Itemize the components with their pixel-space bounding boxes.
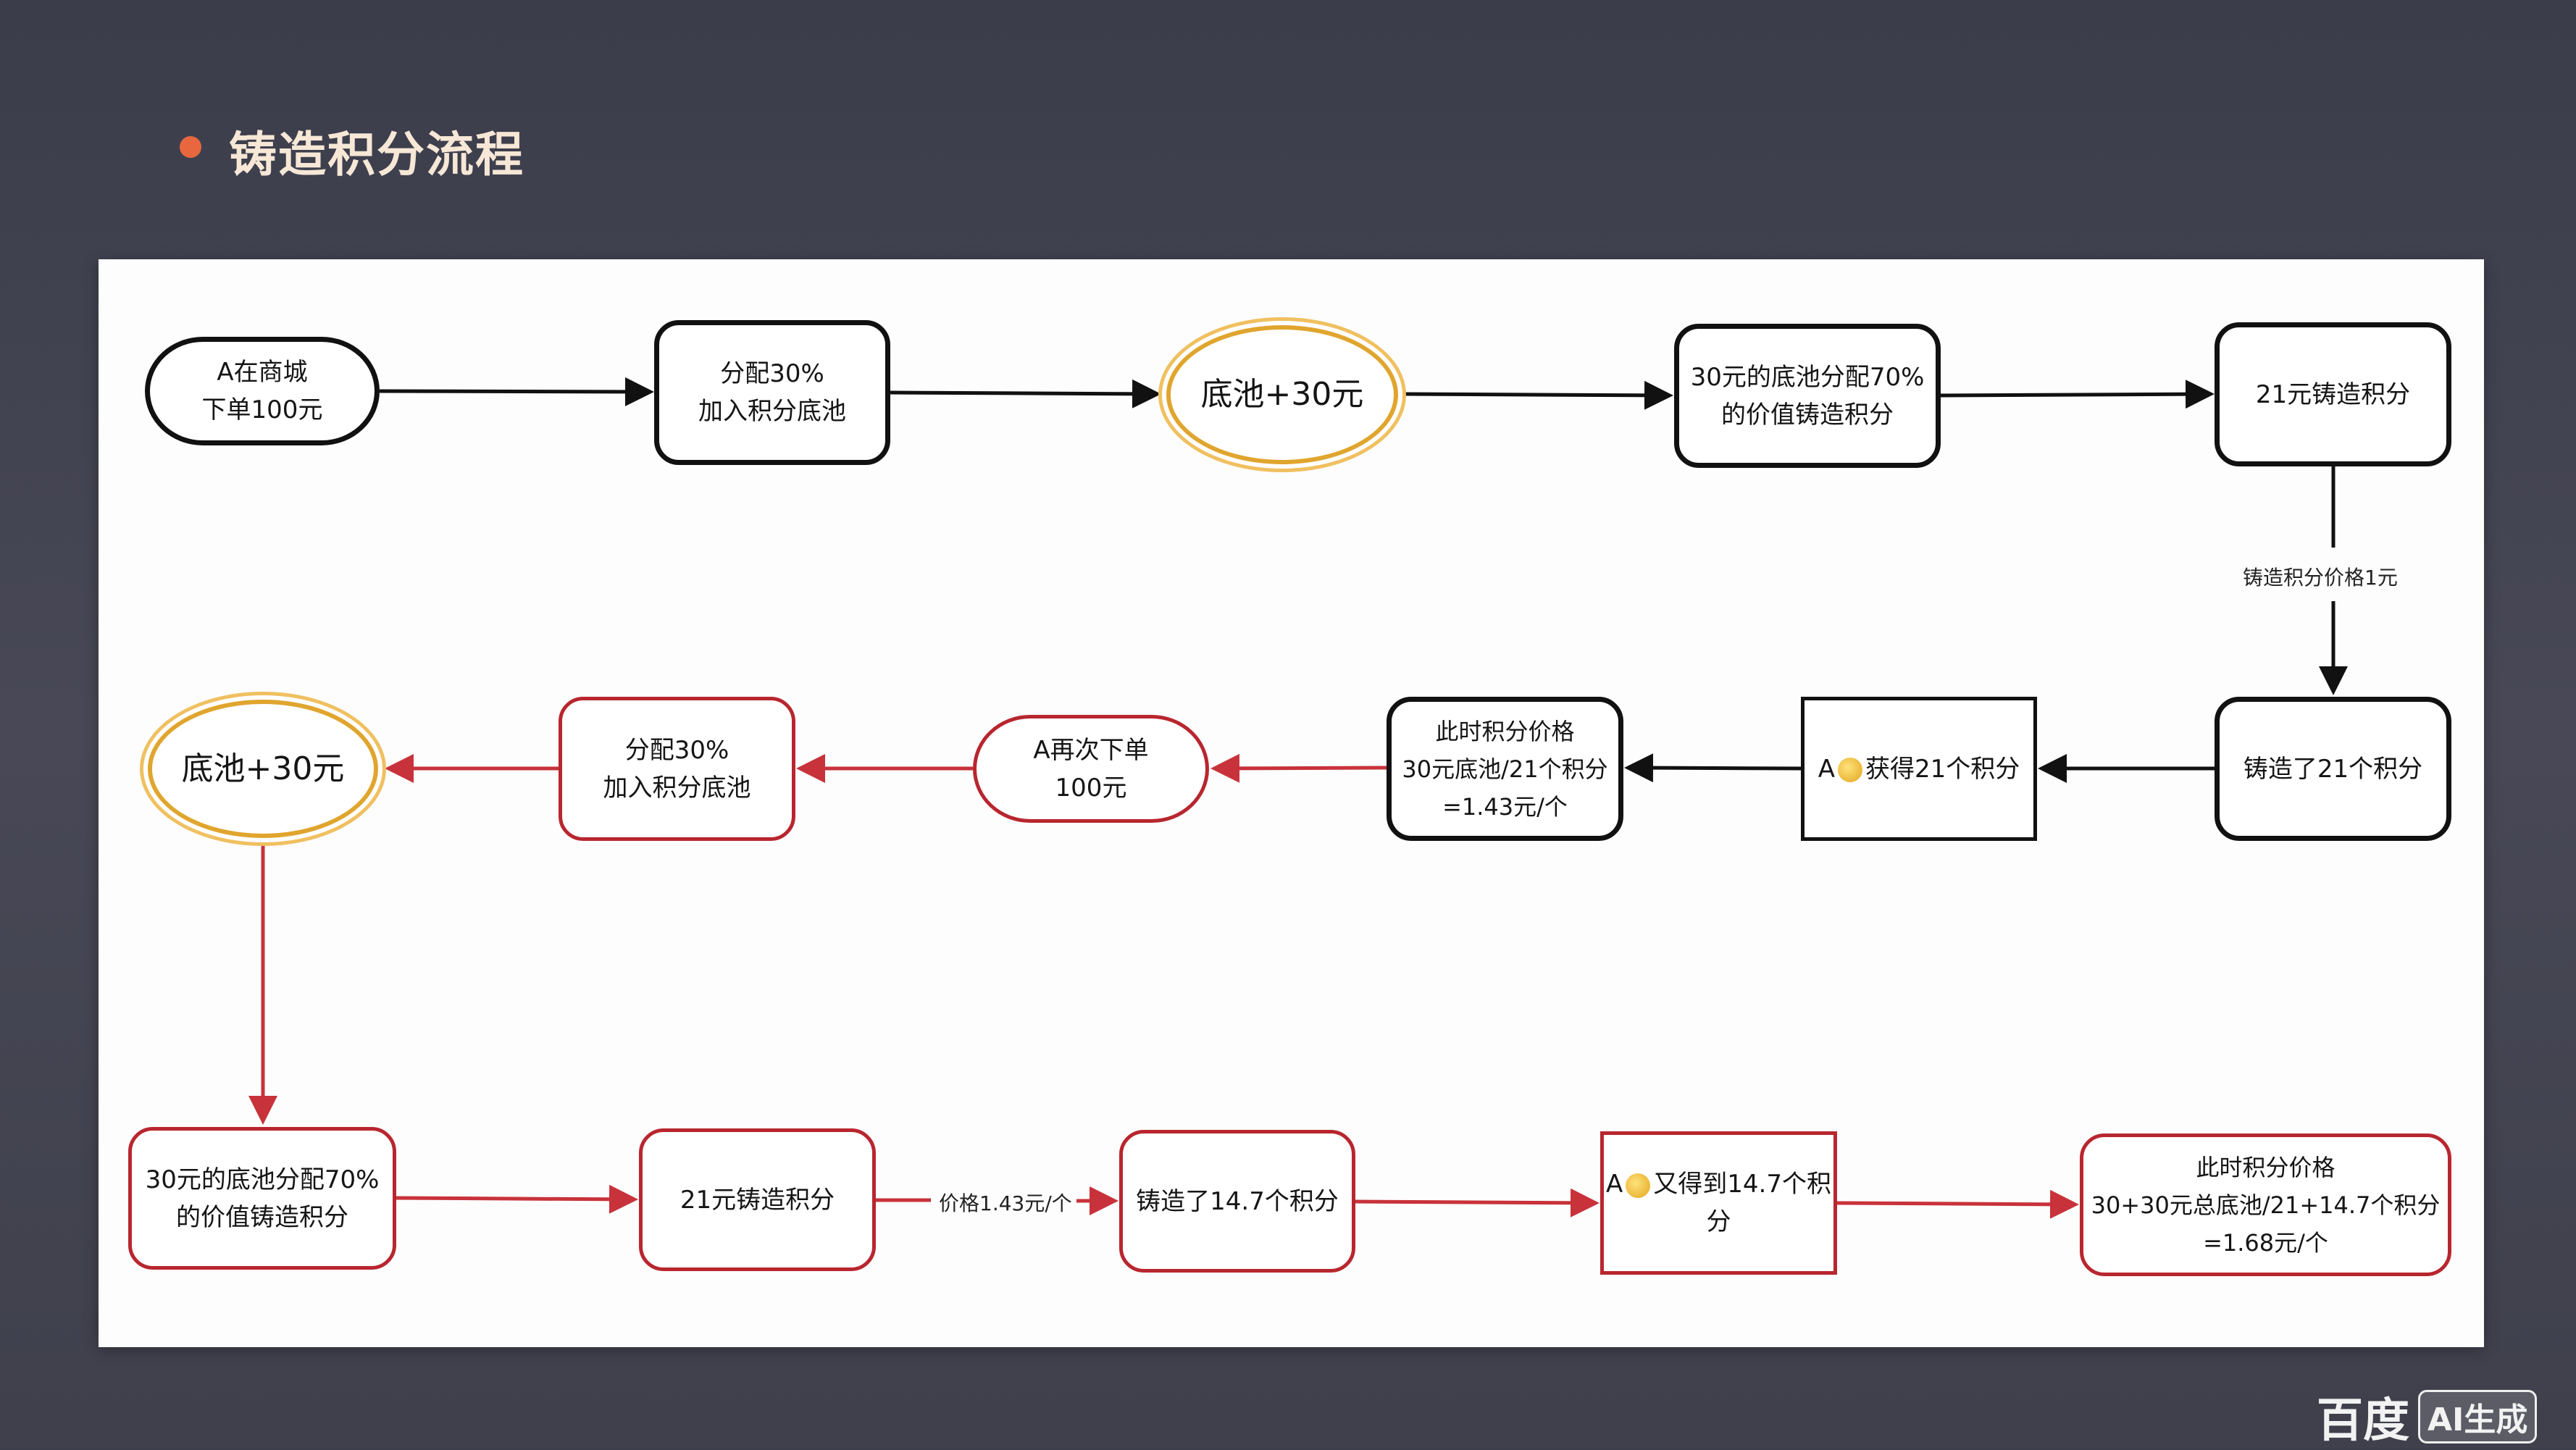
node-text: 21元铸造积分: [2255, 380, 2411, 409]
node-text: 加入积分底池: [603, 773, 751, 802]
node-text: 铸造了21个积分: [2243, 754, 2423, 784]
node-minted-21: 铸造了21个积分: [2215, 697, 2451, 841]
edge-label-price: 价格1.43元/个: [934, 1185, 1076, 1220]
coin-icon: [1626, 1173, 1651, 1198]
node-mint-21: 21元铸造积分: [2215, 322, 2451, 466]
edge-n1-n2: [379, 377, 654, 406]
node-text-body: 又得到14.7个积: [1653, 1170, 1831, 1199]
node-text: 21元铸造积分: [679, 1185, 835, 1215]
node-text: =1.43元/个: [1442, 792, 1568, 821]
node-text: 30元底池/21个积分: [1402, 755, 1608, 783]
node-text: 铸造了14.7个积分: [1136, 1186, 1339, 1216]
node-text: 分配30%: [624, 735, 729, 765]
node-allocate-70-again: 30元的底池分配70% 的价值铸造积分: [128, 1127, 396, 1270]
node-text: A在商城: [217, 358, 308, 387]
node-mint-21-again: 21元铸造积分: [639, 1128, 876, 1271]
node-text: 的价值铸造积分: [1721, 400, 1894, 429]
node-text: 30元的底池分配70%: [145, 1165, 380, 1194]
node-text-prefix: A: [1818, 754, 1835, 784]
node-text: 加入积分底池: [698, 397, 846, 426]
node-text: 分: [1706, 1207, 1731, 1236]
edge-n3-n4: [1403, 380, 1673, 410]
node-text: 30元的底池分配70%: [1690, 362, 1925, 392]
node-pool-plus-30: 底池+30元: [1166, 325, 1398, 464]
node-text: 下单100元: [201, 395, 323, 424]
node-a-gets-14-7: A 又得到14.7个积分: [1600, 1131, 1837, 1275]
node-text: A 又得到14.7个积: [1606, 1165, 1831, 1203]
edge-n14-n15: [1355, 1188, 1599, 1218]
watermark: 百度 AI生成: [2317, 1383, 2538, 1450]
edge-n2-n3: [890, 379, 1161, 408]
node-allocate-70: 30元的底池分配70% 的价值铸造积分: [1674, 324, 1941, 468]
node-allocate-30: 分配30% 加入积分底池: [654, 320, 890, 465]
node-allocate-30-again: 分配30% 加入积分底池: [559, 697, 795, 841]
node-text: 此时积分价格: [2196, 1153, 2335, 1181]
coin-icon: [1838, 758, 1862, 782]
node-minted-14-7: 铸造了14.7个积分: [1119, 1130, 1355, 1273]
node-reorder-100: A再次下单 100元: [973, 715, 1209, 823]
title-bullet-icon: [180, 136, 201, 158]
edge-n15-n16: [1836, 1189, 2079, 1219]
node-text: 底池+30元: [1200, 376, 1364, 413]
watermark-badge: AI生成: [2418, 1390, 2538, 1443]
node-text: A 获得21个积分: [1818, 750, 2020, 788]
node-order-100: A在商城下单100元: [145, 337, 380, 445]
node-text: 的价值铸造积分: [176, 1202, 348, 1232]
node-pool-plus-30-again: 底池+30元: [148, 700, 378, 838]
node-text: A再次下单: [1033, 735, 1149, 765]
node-text: 底池+30元: [181, 750, 345, 787]
edge-n4-n5: [1940, 380, 2215, 409]
node-text-body: 获得21个积分: [1865, 754, 2020, 784]
node-text-prefix: A: [1606, 1170, 1623, 1199]
node-a-gets-21: A 获得21个积分: [1801, 697, 2037, 841]
node-price-168: 此时积分价格 30+30元总底池/21+14.7个积分 =1.68元/个: [2080, 1133, 2451, 1276]
node-price-143: 此时积分价格 30元底池/21个积分 =1.43元/个: [1387, 697, 1623, 841]
edge-label-mint-price: 铸造积分价格1元: [2238, 559, 2402, 594]
edge-n12-n13: [396, 1184, 638, 1214]
node-text: =1.68元/个: [2203, 1228, 2328, 1257]
watermark-brand: 百度: [2317, 1394, 2409, 1448]
page-title: 铸造积分流程: [229, 127, 524, 183]
node-text: 100元: [1055, 773, 1127, 802]
node-text: 此时积分价格: [1435, 717, 1575, 745]
node-text: 30+30元总底池/21+14.7个积分: [2091, 1191, 2441, 1219]
node-text: 分配30%: [720, 359, 824, 388]
